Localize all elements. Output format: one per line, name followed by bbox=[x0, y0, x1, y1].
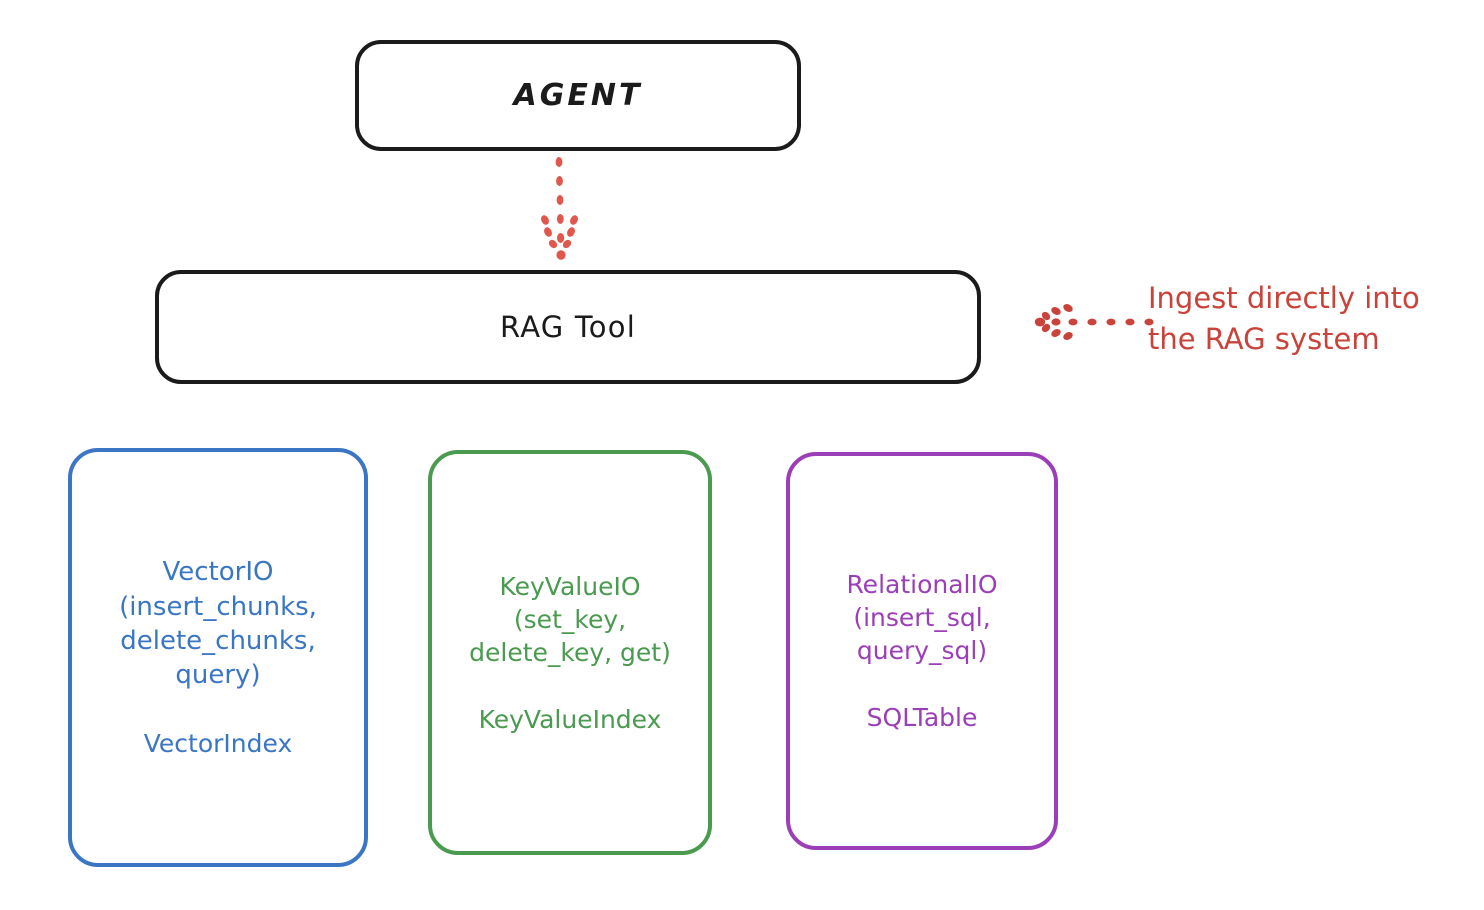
vector-io-node[interactable]: VectorIO (insert_chunks, delete_chunks, … bbox=[68, 448, 368, 867]
vector-io-api-label: VectorIO (insert_chunks, delete_chunks, … bbox=[119, 557, 317, 691]
key-value-io-index-label: KeyValueIndex bbox=[478, 704, 662, 734]
ingest-pointer-arrow bbox=[1034, 304, 1154, 340]
key-value-io-node[interactable]: KeyValueIO (set_key, delete_key, get) Ke… bbox=[428, 450, 712, 855]
key-value-io-api-label: KeyValueIO (set_key, delete_key, get) bbox=[469, 571, 671, 667]
rag-tool-node-label: RAG Tool bbox=[500, 310, 636, 344]
agent-node[interactable]: AGENT bbox=[355, 40, 801, 151]
rag-tool-node[interactable]: RAG Tool bbox=[155, 270, 981, 384]
agent-to-rag-tool-arrow bbox=[541, 157, 578, 260]
relational-io-index-label: SQLTable bbox=[866, 703, 978, 732]
ingest-annotation-text: Ingest directly into the RAG system bbox=[1148, 281, 1420, 357]
agent-node-label: AGENT bbox=[513, 78, 643, 113]
relational-io-node[interactable]: RelationalIO (insert_sql, query_sql) SQL… bbox=[786, 452, 1058, 850]
relational-io-api-label: RelationalIO (insert_sql, query_sql) bbox=[846, 570, 998, 665]
vector-io-index-label: VectorIndex bbox=[143, 728, 293, 758]
